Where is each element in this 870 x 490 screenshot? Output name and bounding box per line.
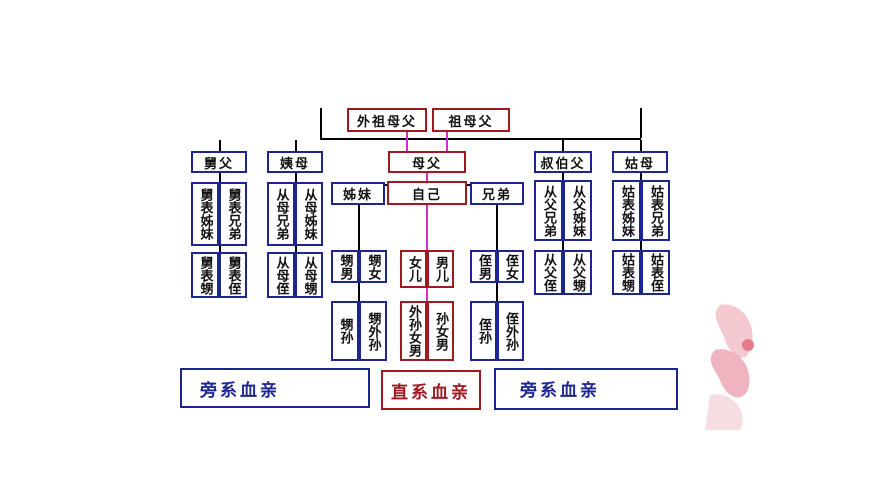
nephew-box: 姑表甥 [612,250,641,295]
brothers-box: 兄弟 [470,182,524,205]
child-box: 男儿 [427,250,454,288]
cousin-box: 从父姊妹 [563,180,592,241]
connector-line [640,172,642,182]
lineal-line [406,132,408,152]
cousin-box: 从母兄弟 [267,182,295,246]
parents-box: 母父 [388,151,466,173]
cousin-box: 姑表姊妹 [612,180,641,241]
paternal-grandparents-box: 祖母父 [432,108,510,132]
collateral-legend-left: 旁系血亲 [180,368,370,408]
lineal-line [446,132,448,152]
connector-line [496,205,498,250]
connector-line [562,172,564,182]
lineal-line [426,172,428,184]
grandchild-box: 孙女男 [427,301,454,361]
connector-line [295,245,297,253]
cousin-box: 从父兄弟 [534,180,563,241]
connector-line [358,205,360,250]
connector-line [562,240,564,250]
cousin-box: 从母姊妹 [295,182,323,246]
maternal-uncle-box: 舅父 [191,151,247,173]
connector-line [562,140,564,152]
cousin-box: 姑表兄弟 [641,180,670,241]
connector-line [320,108,322,138]
nephew-box: 从父侄 [534,250,563,295]
collateral-legend-right: 旁系血亲 [494,368,678,410]
connector-line [295,140,297,152]
lineal-legend: 直系血亲 [381,370,481,410]
connector-line [295,172,297,182]
flower-decoration-icon [705,304,754,430]
nephew-box: 从父甥 [563,250,592,295]
grandnephew-box: 侄孙 [470,301,497,361]
cousin-box: 舅表姊妹 [191,182,219,246]
connector-line [640,240,642,250]
child-box: 女儿 [400,250,427,288]
connector-line [358,282,360,302]
nephew-box: 从母侄 [267,252,295,298]
grandchild-box: 外孙女男 [400,301,427,361]
grandnephew-box: 侄外孙 [497,301,524,361]
lineal-line [426,205,428,250]
nephew-box: 姑表侄 [641,250,670,295]
maternal-aunt-box: 姨母 [267,151,323,173]
connector-line [219,172,221,182]
brother-child-box: 侄女 [497,250,524,283]
sisters-box: 姊妹 [331,182,385,205]
connector-line [640,108,642,138]
paternal-aunt-box: 姑母 [612,151,668,173]
grandnephew-box: 甥孙 [331,301,359,361]
paternal-uncles-box: 叔伯父 [534,151,592,173]
grandnephew-box: 甥外孙 [359,301,387,361]
connector-line [640,140,642,152]
nephew-box: 舅表甥 [191,252,219,298]
lineal-line [426,288,428,302]
cousin-box: 舅表兄弟 [219,182,247,246]
maternal-grandparents-box: 外祖母父 [347,108,427,132]
nephew-box: 从母甥 [295,252,323,298]
connector-line [496,282,498,302]
sister-child-box: 甥女 [359,250,387,283]
nephew-box: 舅表侄 [219,252,247,298]
connector-line [219,140,221,152]
brother-child-box: 侄男 [470,250,497,283]
connector-line [320,138,641,140]
connector-line [219,245,221,253]
sister-child-box: 甥男 [331,250,359,283]
self-box: 自己 [387,181,467,205]
